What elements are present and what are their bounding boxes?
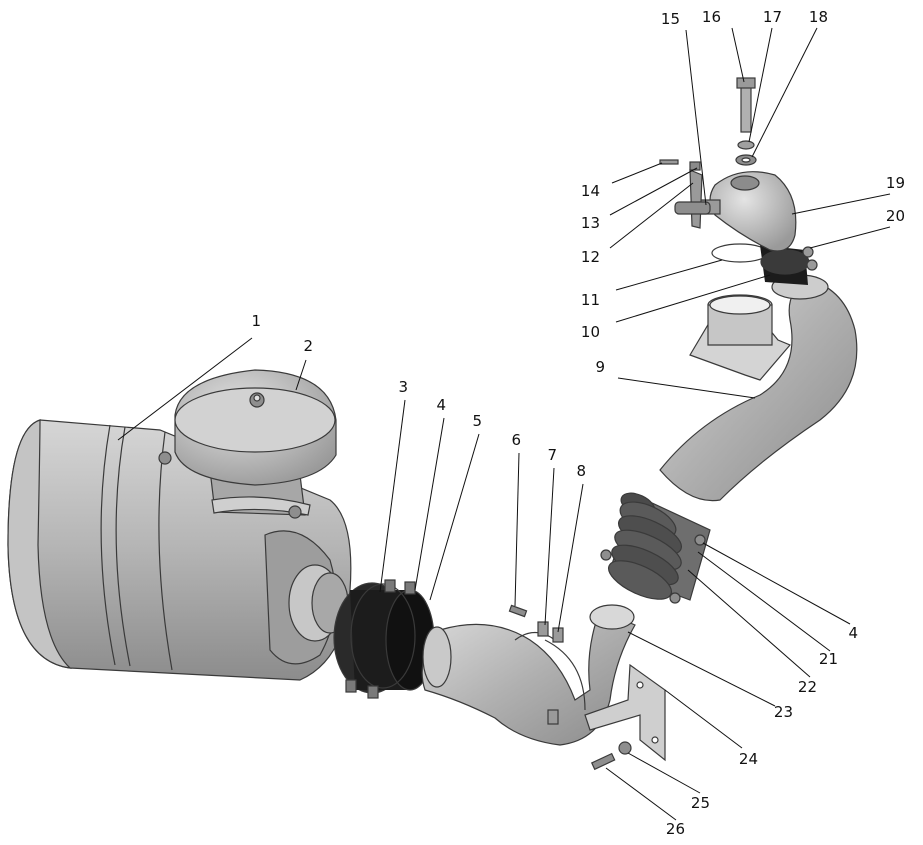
leader-lines — [117, 27, 891, 821]
leader-line-2 — [295, 359, 307, 391]
lower-elbow-pipe — [421, 604, 636, 746]
leader-line-8 — [557, 483, 584, 633]
leader-line-4 — [414, 417, 445, 591]
callout-label-8: 8 — [576, 462, 586, 480]
callout-label-19: 19 — [886, 174, 905, 192]
leader-line-20 — [809, 226, 891, 249]
leader-line-15 — [685, 29, 707, 206]
callout-label-7: 7 — [547, 446, 557, 464]
leader-line-21 — [697, 551, 831, 652]
leader-line-11 — [615, 259, 723, 291]
small-fasteners — [659, 77, 757, 229]
callout-label-26: 26 — [666, 820, 685, 838]
callout-label-10: 10 — [581, 323, 600, 341]
callout-label-22: 22 — [798, 678, 817, 696]
inlet-head — [699, 171, 797, 252]
callout-label-12: 12 — [581, 248, 600, 266]
leader-line-26 — [605, 767, 677, 821]
leader-line-6 — [514, 452, 520, 607]
leader-line-19 — [791, 193, 891, 215]
leader-line-12 — [609, 182, 694, 249]
callout-label-25: 25 — [691, 794, 710, 812]
callout-label-18: 18 — [809, 8, 828, 26]
clamp-parts — [508, 604, 564, 725]
mounting-bracket — [584, 663, 666, 771]
air-cleaner-cap — [158, 369, 337, 519]
callout-label-11: 11 — [581, 291, 600, 309]
callout-label-4: 4 — [848, 624, 858, 642]
leader-line-7 — [544, 467, 555, 626]
callout-label-21: 21 — [819, 650, 838, 668]
callout-label-1: 1 — [251, 312, 261, 330]
leader-line-22 — [687, 569, 811, 678]
leader-line-14 — [611, 162, 663, 184]
callout-label-3: 3 — [398, 378, 408, 396]
callout-label-23: 23 — [774, 703, 793, 721]
callout-label-24: 24 — [739, 750, 758, 768]
callout-label-9: 9 — [595, 358, 605, 376]
leader-line-1 — [117, 337, 253, 441]
callout-label-14: 14 — [581, 182, 600, 200]
rubber-sleeve-assembly — [333, 579, 435, 699]
heat-shield — [689, 294, 791, 381]
upper-clamp — [760, 245, 818, 285]
callout-label-20: 20 — [886, 207, 905, 225]
callout-label-5: 5 — [472, 412, 482, 430]
leader-line-4 — [702, 542, 851, 625]
callout-label-13: 13 — [581, 214, 600, 232]
callout-label-2: 2 — [303, 337, 313, 355]
leader-line-3 — [379, 399, 406, 593]
callout-label-15: 15 — [661, 10, 680, 28]
leader-line-13 — [609, 167, 698, 216]
leader-line-17 — [748, 27, 773, 143]
callout-label-17: 17 — [763, 8, 782, 26]
corrugated-hose — [600, 492, 711, 604]
leader-line-5 — [429, 433, 480, 601]
leader-line-16 — [731, 27, 745, 83]
o-ring — [711, 243, 769, 263]
leader-line-10 — [615, 274, 771, 323]
callout-label-16: 16 — [702, 8, 721, 26]
leader-line-25 — [627, 752, 701, 794]
leader-line-23 — [627, 631, 776, 707]
leader-line-18 — [751, 27, 818, 158]
callout-label-6: 6 — [511, 431, 521, 449]
leader-line-24 — [664, 689, 743, 749]
callout-label-4: 4 — [436, 396, 446, 414]
leader-line-9 — [617, 377, 756, 399]
